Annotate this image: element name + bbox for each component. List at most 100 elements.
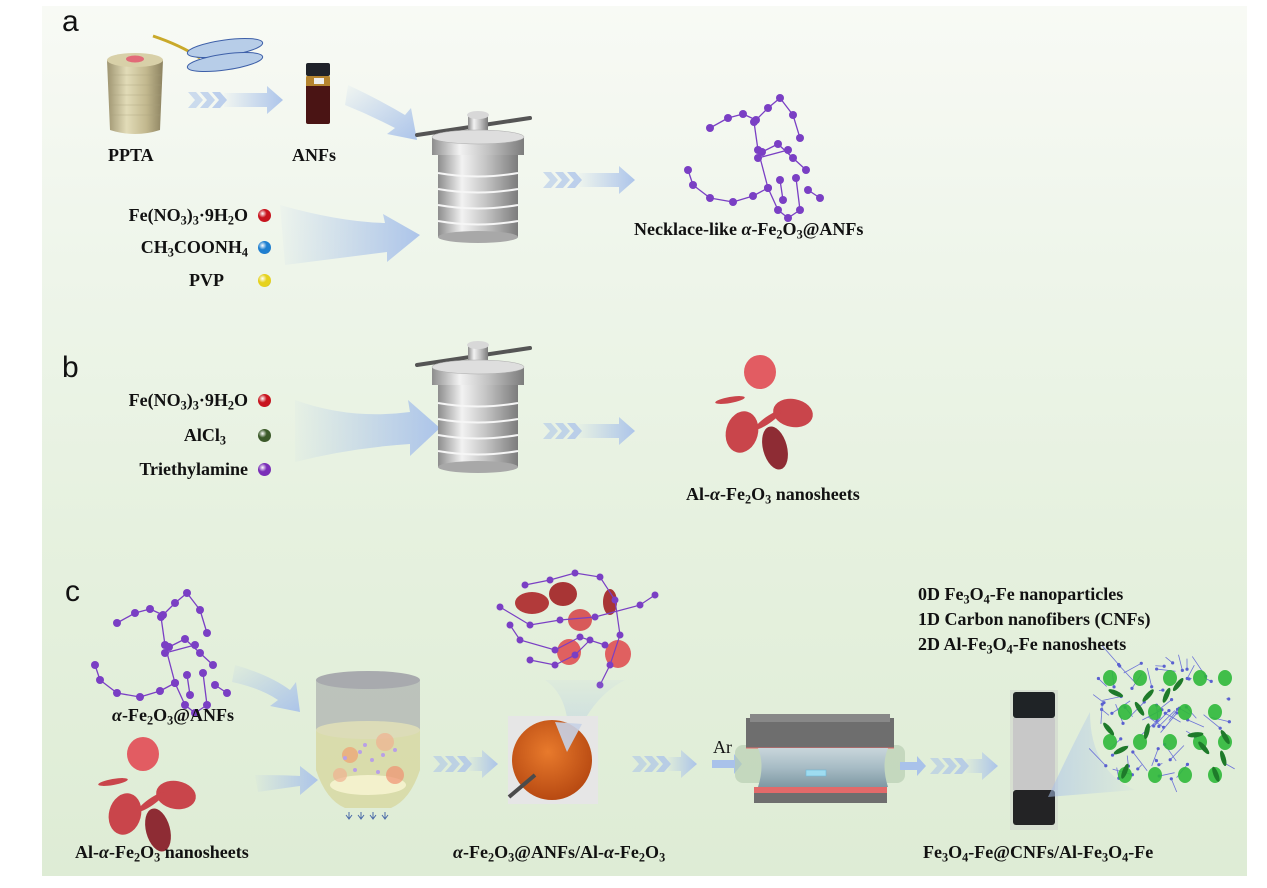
fe3o4-fe-nanoparticle [1167, 708, 1171, 713]
panel-letter-b: b [62, 351, 79, 384]
reagent-label: Triethylamine [139, 459, 248, 479]
fe2o3-particle [191, 709, 199, 717]
fe2o3-particle [764, 184, 772, 192]
nanosheet [108, 793, 142, 835]
arrow-head-icon [579, 166, 635, 194]
fe3o4-fe-nanoparticle [1136, 767, 1140, 771]
tube-furnace [735, 714, 905, 803]
chevron-icon [656, 756, 671, 772]
fe3o4-fe-nanoparticle [1131, 750, 1135, 754]
nanosheet-edge [1142, 689, 1154, 702]
fe3o4-fe-nanoparticle [1112, 685, 1116, 689]
fe2o3-particle [157, 613, 165, 621]
carbon-nanofiber [1098, 678, 1107, 687]
fe3o4-fe-nanoparticle [1169, 698, 1174, 702]
fe2o3-particle [792, 174, 800, 182]
reagent-label: AlCl3 [183, 425, 226, 448]
reagent-b-2: Triethylamine [139, 459, 271, 480]
fe3o4-fe-nanoparticle [1096, 676, 1101, 681]
carbon-nanofiber [1088, 748, 1107, 767]
nanosheet [568, 609, 592, 631]
fe3o4-fe-nanoparticle [1157, 763, 1161, 767]
fe3o4-fe-nanoparticle [1130, 686, 1134, 691]
fe2o3-particle [789, 111, 797, 119]
product-network-structure [1088, 645, 1235, 793]
label-final-product: Fe3O4-Fe@CNFs/Al-Fe3O4-Fe [923, 842, 1154, 865]
wedge-arrow-reagents-to-autoclave [280, 205, 420, 265]
fe2o3-particle [606, 661, 614, 669]
label-necklace-product: Necklace-like α-Fe2O3@ANFs [634, 219, 864, 242]
fe2o3-particle [764, 104, 772, 112]
nanosheet-edge [137, 792, 165, 812]
fe2o3-particle [183, 671, 191, 679]
blue-sphere-icon [258, 241, 271, 254]
fe2o3-particle [636, 601, 644, 609]
fe2o3-particle [779, 196, 787, 204]
composite-network-zoom [496, 569, 659, 689]
fe2o3-particle [136, 693, 144, 701]
pptta-spool [107, 53, 163, 134]
fe3o4-fe-nanoparticle [1180, 668, 1184, 672]
chevron-icon [433, 756, 448, 772]
fe2o3-particle [199, 669, 207, 677]
carbon-nanofiber [1178, 654, 1183, 671]
chevron-icon [632, 756, 647, 772]
fe2o3-particle [181, 635, 189, 643]
fe2o3-particle [546, 576, 554, 584]
fe3o4-fe-nanoparticle [1185, 667, 1189, 671]
nanosheet [127, 737, 159, 771]
fe2o3-particle [616, 631, 624, 639]
fe3o4-fe-nanoparticle [1150, 685, 1154, 689]
purple-sphere-icon [258, 463, 271, 476]
fe2o3-particle [804, 186, 812, 194]
arrow-head-icon [579, 417, 635, 445]
fe3o4-fe-nanoparticle [1162, 664, 1166, 668]
ANF-fiber [168, 638, 214, 666]
chevron-arrow-autoclave-to-product-b [543, 417, 635, 445]
ANF-fiber [160, 616, 208, 714]
nanosheet [145, 808, 171, 852]
chevron-icon [188, 92, 203, 108]
fe2o3-particle [776, 176, 784, 184]
ANF-fiber [753, 121, 801, 219]
curved-arrow-necklace-to-filter [232, 665, 300, 712]
chevron-arrow-film-to-furnace [632, 750, 697, 778]
nanosheet-edge [1172, 677, 1184, 692]
nanosheet-edge [1220, 729, 1230, 745]
nanosheet-edge [1162, 687, 1171, 703]
fe3o4-fe-nanoparticle [1163, 711, 1167, 715]
ANF-fiber [164, 644, 196, 654]
fe2o3-particle [96, 676, 104, 684]
nanosheet [156, 780, 196, 810]
reagent-a-2: PVP [189, 270, 271, 291]
fe2o3-particle [171, 599, 179, 607]
fe2o3-particle [146, 605, 154, 613]
fe2o3-particle [596, 573, 604, 581]
reagent-label: Fe(NO3)3·9H2O [128, 205, 248, 228]
autoclave-a [415, 111, 532, 243]
nanosheet [762, 426, 788, 470]
arrow-furnace-outlet [900, 756, 926, 776]
fe2o3-particle [183, 589, 191, 597]
nanosheet-edge [1121, 763, 1129, 779]
reagent-a-0: Fe(NO3)3·9H2O [128, 205, 271, 228]
component-2d: 2D Al-Fe3O4-Fe nanosheets [918, 634, 1127, 657]
arrow-head-icon [469, 750, 498, 778]
fe2o3-particle [796, 134, 804, 142]
fe2o3-particle [776, 94, 784, 102]
fe2o3-particle [729, 198, 737, 206]
nanosheet-edge [754, 410, 782, 430]
carbon-nanofiber [1151, 748, 1159, 767]
fe2o3-particle [796, 206, 804, 214]
carbon-nanofiber [1170, 778, 1178, 793]
chevron-icon [457, 756, 472, 772]
fe2o3-particle [706, 194, 714, 202]
fe2o3-particle [209, 661, 217, 669]
fe2o3-particle [739, 110, 747, 118]
fe3o4-fe-nanoparticle [1227, 720, 1231, 724]
fe2o3-particle [171, 679, 179, 687]
label-al-fe2o3-nanosheets-b: Al-α-Fe2O3 nanosheets [686, 484, 860, 507]
fe2o3-particle [186, 691, 194, 699]
nanosheet-edge [1212, 766, 1220, 782]
nanosheet [603, 589, 617, 615]
